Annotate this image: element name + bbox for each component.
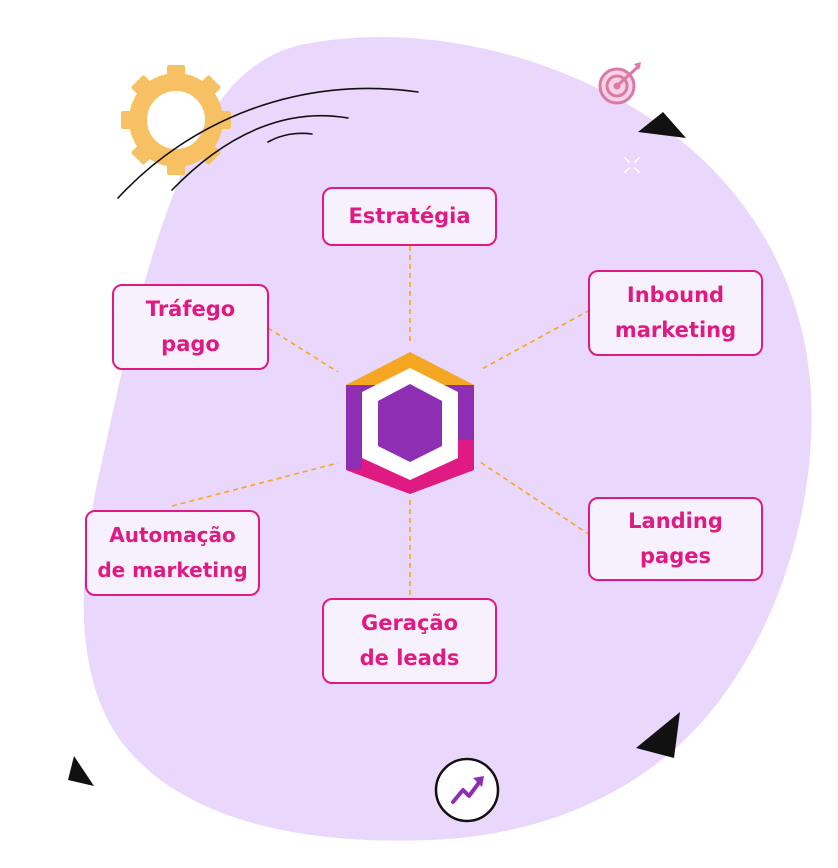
node-landing-line-1: Landing [628,509,723,533]
logo-gap-left [346,392,362,470]
node-trafego-pago: Tráfego pago [112,284,269,370]
node-estrategia: Estratégia [322,187,497,246]
node-automacao-de-marketing: Automação de marketing [85,510,260,596]
connector-trafego [267,327,339,373]
connector-automacao [171,462,339,507]
logo-inner-hexagon [378,384,442,462]
node-estrategia-line-1: Estratégia [348,204,471,228]
connector-inbound [479,309,591,371]
node-inbound-marketing: Inbound marketing [588,270,763,356]
node-automacao-line-2: de marketing [97,558,248,582]
hexagon-logo [346,352,474,494]
triangle-decoration-top-right [638,112,686,138]
node-trafego-line-2: pago [161,332,220,356]
node-geracao-line-2: de leads [359,646,460,670]
node-inbound-line-1: Inbound [626,283,725,307]
swoosh-lines [117,87,419,199]
node-landing-pages: Landing pages [588,497,763,581]
node-geracao-de-leads: Geração de leads [322,598,497,684]
sparkle-icon [624,157,640,173]
triangle-decoration-bottom-left [68,756,94,786]
node-inbound-line-2: marketing [614,318,737,342]
connectors [171,246,591,598]
node-geracao-line-1: Geração [360,611,459,635]
gear-icon [121,65,231,175]
node-trafego-line-1: Tráfego [145,297,236,321]
triangle-decoration-bottom-right [636,712,680,758]
trend-up-icon [434,757,500,823]
node-landing-line-2: pages [640,544,711,568]
target-icon [598,62,641,105]
logo-gap-right [458,440,474,470]
node-automacao-line-1: Automação [109,523,236,547]
connector-landing [479,461,591,536]
